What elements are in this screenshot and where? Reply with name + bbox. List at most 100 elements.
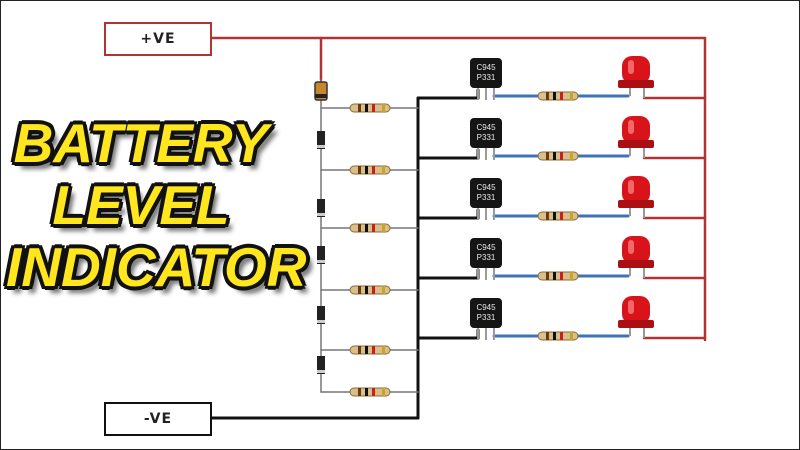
resistor-band bbox=[560, 332, 563, 340]
resistor-band bbox=[365, 166, 368, 174]
resistor-band bbox=[372, 286, 375, 294]
resistor-band bbox=[560, 272, 563, 280]
led-resistor-5 bbox=[537, 331, 579, 341]
led-highlight bbox=[628, 60, 634, 74]
led-rim bbox=[618, 200, 654, 208]
resistor-band bbox=[358, 224, 361, 232]
resistor-band bbox=[546, 152, 549, 160]
positive-terminal: +VE bbox=[104, 22, 212, 56]
resistor-band bbox=[365, 104, 368, 112]
transistor-body bbox=[470, 118, 502, 148]
led-rim bbox=[618, 140, 654, 148]
led-highlight bbox=[628, 180, 634, 194]
led-highlight bbox=[628, 240, 634, 254]
title: BATTERY LEVEL INDICATOR bbox=[6, 112, 307, 298]
diode-band bbox=[317, 320, 325, 323]
zener-band bbox=[315, 94, 327, 98]
resistor-band bbox=[382, 104, 385, 112]
resistor-band bbox=[358, 166, 361, 174]
divider-diode-4 bbox=[317, 306, 325, 324]
resistor-band bbox=[560, 152, 563, 160]
transistor-label-1: C945 bbox=[476, 123, 496, 132]
resistor-band bbox=[365, 224, 368, 232]
led-resistor-1 bbox=[537, 91, 579, 101]
diode-band bbox=[317, 145, 325, 148]
resistor-band bbox=[570, 152, 573, 160]
diode-band bbox=[317, 370, 325, 373]
divider-diode-3 bbox=[317, 246, 325, 264]
transistor-label-2: P331 bbox=[477, 133, 496, 142]
negative-terminal-label: -VE bbox=[143, 411, 173, 427]
led-highlight bbox=[628, 300, 634, 314]
resistor-band bbox=[358, 388, 361, 396]
divider-resistor-1 bbox=[349, 103, 391, 113]
resistor-band bbox=[570, 92, 573, 100]
diode-body bbox=[317, 199, 325, 217]
resistor-band bbox=[560, 212, 563, 220]
led-2 bbox=[618, 116, 654, 158]
divider-diode-2 bbox=[317, 199, 325, 217]
resistor-band bbox=[570, 212, 573, 220]
led-resistor-3 bbox=[537, 211, 579, 221]
transistor-body bbox=[470, 178, 502, 208]
divider-diode-5 bbox=[317, 356, 325, 374]
divider-resistor-4 bbox=[349, 285, 391, 295]
resistor-band bbox=[358, 286, 361, 294]
resistor-band bbox=[546, 92, 549, 100]
transistor-label-2: P331 bbox=[477, 253, 496, 262]
diode-body bbox=[317, 306, 325, 324]
led-dome bbox=[622, 56, 650, 84]
led-rim bbox=[618, 260, 654, 268]
resistor-band bbox=[372, 346, 375, 354]
divider-resistor-2 bbox=[349, 165, 391, 175]
resistor-band bbox=[560, 92, 563, 100]
transistor-body bbox=[470, 238, 502, 268]
resistor-band bbox=[372, 166, 375, 174]
led-resistor-2 bbox=[537, 151, 579, 161]
transistor-body bbox=[470, 298, 502, 328]
led-rim bbox=[618, 320, 654, 328]
zener-diode bbox=[314, 81, 328, 101]
transistor-body bbox=[470, 58, 502, 88]
resistor-band bbox=[382, 166, 385, 174]
diode-band bbox=[317, 260, 325, 263]
resistor-band bbox=[382, 388, 385, 396]
divider-resistor-5 bbox=[349, 345, 391, 355]
resistor-band bbox=[553, 92, 556, 100]
title-line-2: LEVEL bbox=[52, 174, 230, 236]
resistor-band bbox=[358, 346, 361, 354]
led-resistor-4 bbox=[537, 271, 579, 281]
led-rim bbox=[618, 80, 654, 88]
diode-body bbox=[317, 246, 325, 264]
led-dome bbox=[622, 116, 650, 144]
divider-resistor-6 bbox=[349, 387, 391, 397]
resistor-band bbox=[382, 224, 385, 232]
led-3 bbox=[618, 176, 654, 218]
transistor-label-2: P331 bbox=[477, 193, 496, 202]
resistor-band bbox=[372, 224, 375, 232]
resistor-band bbox=[553, 332, 556, 340]
resistor-band bbox=[382, 346, 385, 354]
diode-body bbox=[317, 356, 325, 374]
divider-diode-1 bbox=[317, 131, 325, 149]
title-line-3: INDICATOR bbox=[6, 236, 307, 298]
led-dome bbox=[622, 296, 650, 324]
led-highlight bbox=[628, 120, 634, 134]
led-dome bbox=[622, 176, 650, 204]
resistor-band bbox=[570, 332, 573, 340]
resistor-band bbox=[553, 272, 556, 280]
resistor-band bbox=[365, 346, 368, 354]
transistor-label-2: P331 bbox=[477, 73, 496, 82]
transistor-label-1: C945 bbox=[476, 243, 496, 252]
transistor-label-1: C945 bbox=[476, 63, 496, 72]
resistor-band bbox=[372, 388, 375, 396]
resistor-band bbox=[372, 104, 375, 112]
resistor-band bbox=[553, 212, 556, 220]
